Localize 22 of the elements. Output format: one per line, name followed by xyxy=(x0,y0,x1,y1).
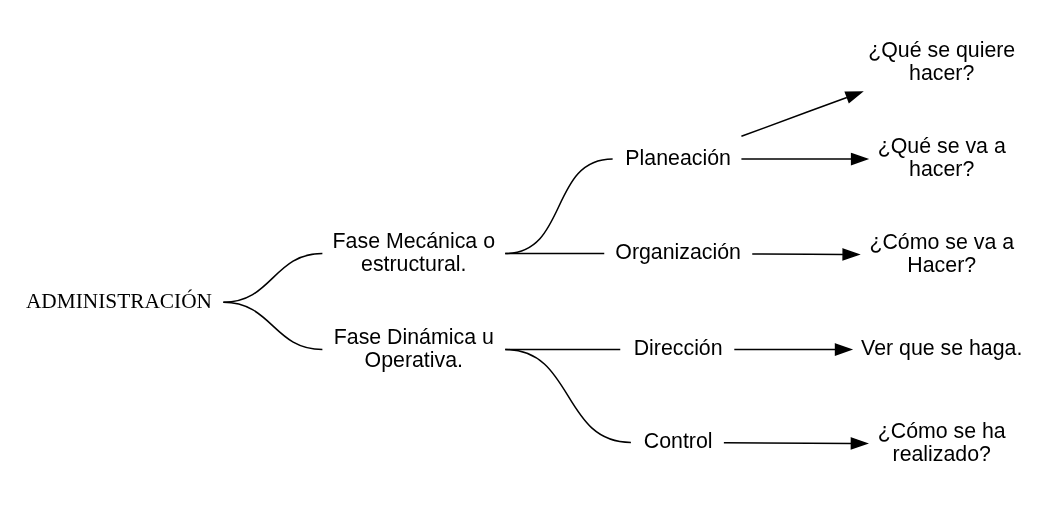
arrow xyxy=(740,90,864,137)
arrow xyxy=(751,247,861,261)
node-text: ¿Qué se va a hacer? xyxy=(877,133,1006,181)
arrow xyxy=(723,436,869,450)
node-text: ¿Cómo se ha realizado? xyxy=(877,418,1006,466)
node-text: Fase Dinámica u Operativa. xyxy=(333,324,494,372)
node-text: Dirección xyxy=(633,335,723,360)
connector xyxy=(222,252,324,303)
node-text: Organización xyxy=(615,239,741,264)
node-text: Fase Mecánica o estructural. xyxy=(332,228,496,276)
node-text: ¿Cómo se va a Hacer? xyxy=(869,229,1015,277)
node-text: Planeación xyxy=(625,145,731,170)
connector xyxy=(222,301,324,350)
connector xyxy=(504,348,632,443)
node-text: Control xyxy=(643,428,713,453)
arrow xyxy=(740,152,870,165)
connector xyxy=(504,157,614,254)
node-text: ¿Qué se quiere hacer? xyxy=(868,37,1016,85)
node-text: Ver que se haga. xyxy=(861,335,1023,360)
arrow xyxy=(733,342,854,356)
node-text: ADMINISTRACIÓN xyxy=(25,288,212,313)
connector xyxy=(504,252,605,254)
